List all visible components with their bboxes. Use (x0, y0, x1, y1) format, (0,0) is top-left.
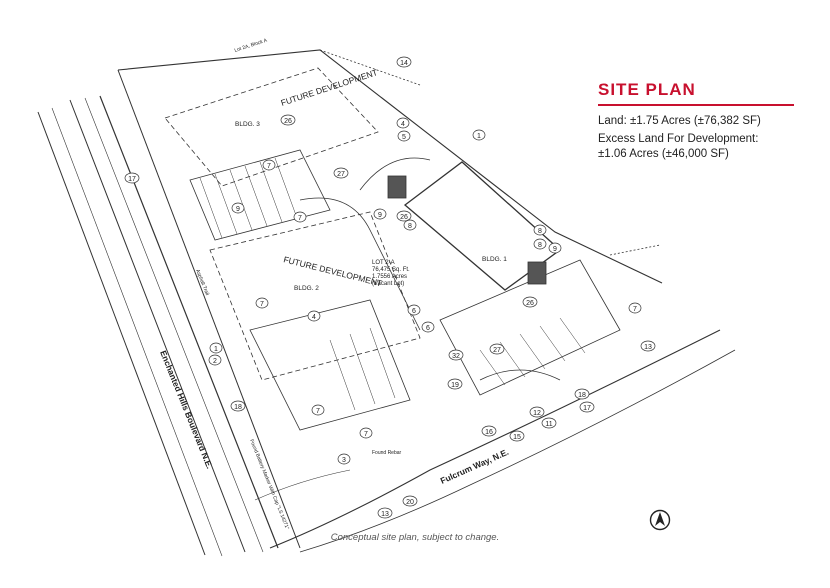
svg-text:32: 32 (452, 353, 460, 360)
title-divider (598, 104, 794, 106)
found-rebar-label: Found Rebar (372, 450, 402, 456)
svg-text:6: 6 (412, 308, 416, 315)
excess-land-line1: Excess Land For Development: (598, 133, 759, 145)
svg-text:3: 3 (342, 457, 346, 464)
svg-text:6: 6 (426, 325, 430, 332)
svg-text:12: 12 (533, 410, 541, 417)
bldg2-label: BLDG. 2 (294, 285, 319, 292)
svg-text:2: 2 (213, 358, 217, 365)
svg-text:16: 16 (485, 429, 493, 436)
land-area-text: Land: ±1.75 Acres (±76,382 SF) (598, 115, 761, 127)
svg-text:27: 27 (493, 347, 501, 354)
found-marker-label: Found Battery Marker With Cap "LS 14271" (248, 439, 290, 531)
lot2a-label: Lot 2A, Block A (234, 38, 269, 54)
svg-text:11: 11 (545, 421, 552, 428)
svg-text:13: 13 (644, 344, 652, 351)
future-dev-label-2: FUTURE DEVELOPMENT (283, 254, 383, 288)
svg-text:1: 1 (477, 133, 481, 140)
lot-label-3: 1.7556 Acres (372, 274, 407, 280)
svg-text:4: 4 (401, 121, 405, 128)
excess-land-line2: ±1.06 Acres (±46,000 SF) (598, 148, 729, 160)
excess-land-text: Excess Land For Development: ±1.06 Acres… (598, 132, 798, 162)
svg-text:27: 27 (337, 171, 345, 178)
lot-label-2: 76,475 Sq. Ft. (372, 267, 410, 273)
svg-text:8: 8 (538, 242, 542, 249)
site-plan-panel: SITE PLAN Land: ±1.75 Acres (±76,382 SF)… (598, 80, 798, 162)
future-dev-label-1: FUTURE DEVELOPMENT (280, 67, 379, 108)
svg-text:26: 26 (400, 214, 408, 221)
svg-text:5: 5 (402, 134, 406, 141)
svg-text:18: 18 (578, 392, 586, 399)
panel-title: SITE PLAN (598, 80, 696, 99)
svg-text:14: 14 (400, 60, 408, 67)
svg-text:17: 17 (128, 176, 136, 183)
svg-text:17: 17 (583, 405, 591, 412)
svg-text:7: 7 (633, 306, 637, 313)
svg-text:1: 1 (214, 346, 218, 353)
svg-text:26: 26 (284, 118, 292, 125)
svg-text:9: 9 (553, 246, 557, 253)
bldg3-label: BLDG. 3 (235, 121, 260, 128)
svg-text:7: 7 (364, 431, 368, 438)
svg-text:7: 7 (316, 408, 320, 415)
svg-text:7: 7 (260, 301, 264, 308)
svg-text:15: 15 (513, 434, 521, 441)
svg-text:4: 4 (312, 314, 316, 321)
svg-text:8: 8 (538, 228, 542, 235)
north-arrow-icon (649, 509, 671, 531)
svg-text:26: 26 (526, 300, 534, 307)
svg-text:9: 9 (378, 212, 382, 219)
bldg1-label: BLDG. 1 (482, 256, 507, 263)
svg-text:13: 13 (381, 511, 389, 518)
svg-text:18: 18 (234, 404, 242, 411)
street-label-side: Fulcrum Way, N.E. (439, 447, 510, 486)
svg-text:8: 8 (408, 223, 412, 230)
svg-text:7: 7 (267, 163, 271, 170)
lot-label-4: (Vacant Lot) (372, 281, 404, 287)
svg-text:7: 7 (298, 215, 302, 222)
lot-label-1: LOT 2-A (372, 260, 395, 266)
svg-text:19: 19 (451, 382, 459, 389)
svg-text:20: 20 (406, 499, 414, 506)
svg-text:9: 9 (236, 206, 240, 213)
caption: Conceptual site plan, subject to change. (330, 532, 500, 543)
